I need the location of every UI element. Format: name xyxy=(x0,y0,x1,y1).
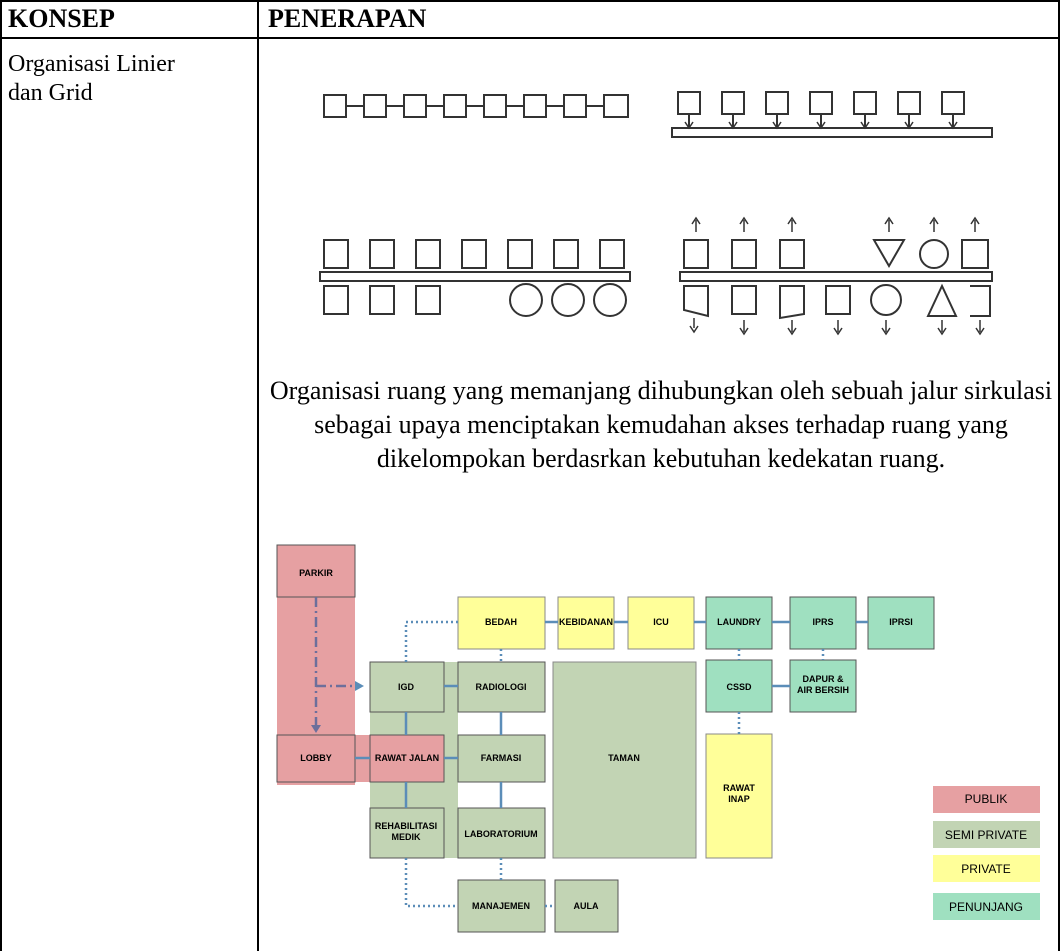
header-concept: KONSEP xyxy=(8,4,115,33)
room-icu xyxy=(627,596,695,650)
sketch-boxes-on-corridor xyxy=(671,91,993,138)
label-lobby: LOBBY xyxy=(300,753,332,763)
sketch-double-loaded-corridor xyxy=(319,239,631,317)
legend-semi-private-label: SEMI PRIVATE xyxy=(945,828,1027,842)
label-rehab-line2: MEDIK xyxy=(392,832,422,842)
label-aula: AULA xyxy=(574,901,599,911)
label-parkir: PARKIR xyxy=(299,568,333,578)
sketch-linked-boxes xyxy=(323,94,629,118)
room-kebidanan xyxy=(557,596,615,650)
label-laboratorium: LABORATORIUM xyxy=(464,829,537,839)
label-iprs: IPRS xyxy=(812,617,833,627)
label-manajemen: MANAJEMEN xyxy=(472,901,530,911)
room-dapur-air-bersih xyxy=(789,659,857,713)
label-taman: TAMAN xyxy=(608,753,640,763)
table-column-divider xyxy=(257,0,259,951)
legend-publik-label: PUBLIK xyxy=(965,792,1008,806)
zoning-labels: PARKIR LOBBY RAWAT JALAN IGD REHABILITAS… xyxy=(299,568,1027,914)
legend-semi-private-swatch xyxy=(933,821,1040,848)
linear-organization-sketches xyxy=(319,91,993,336)
legend-private-swatch xyxy=(933,855,1040,882)
legend-publik-swatch xyxy=(933,786,1040,813)
label-rawat-inap-line2: INAP xyxy=(728,794,750,804)
label-dapur-line1: DAPUR & xyxy=(802,674,844,684)
arrowhead-lobby xyxy=(311,725,321,733)
legend-penunjang-swatch xyxy=(933,893,1040,920)
room-cssd xyxy=(705,659,773,713)
label-iprsi: IPRSI xyxy=(889,617,913,627)
label-rehab-line1: REHABILITASI xyxy=(375,821,437,831)
room-rehabilitasi-medik xyxy=(369,807,445,859)
label-kebidanan: KEBIDANAN xyxy=(559,617,613,627)
room-manajemen xyxy=(457,879,546,933)
legend-penunjang-label: PENUNJANG xyxy=(949,900,1023,914)
arrowhead-igd xyxy=(355,681,364,691)
table-border-right xyxy=(1058,0,1060,951)
label-farmasi: FARMASI xyxy=(481,753,522,763)
room-rawat-inap xyxy=(705,733,773,859)
table-border-top xyxy=(0,0,1060,2)
link-igd-bedah xyxy=(404,620,458,662)
sketch-varied-rooms-corridor xyxy=(679,216,993,336)
label-icu: ICU xyxy=(653,617,669,627)
header-application: PENERAPAN xyxy=(268,4,427,33)
concept-line-2: dan Grid xyxy=(8,80,93,106)
concept-line-1: Organisasi Linier xyxy=(8,51,175,77)
legend-private-label: PRIVATE xyxy=(961,862,1011,876)
table-border-left xyxy=(0,0,2,951)
room-igd xyxy=(369,661,445,713)
label-rawat-inap-line1: RAWAT xyxy=(723,783,755,793)
label-radiologi: RADIOLOGI xyxy=(476,682,527,692)
label-igd: IGD xyxy=(398,682,415,692)
room-parkir xyxy=(276,544,356,598)
label-rawat-jalan: RAWAT JALAN xyxy=(375,753,439,763)
caption-paragraph: Organisasi ruang yang memanjang dihubung… xyxy=(269,376,1053,473)
room-taman xyxy=(552,661,697,859)
label-laundry: LAUNDRY xyxy=(717,617,761,627)
link-rehab-manajemen xyxy=(404,858,458,908)
room-aula xyxy=(554,879,619,933)
table-header-divider xyxy=(0,37,1060,39)
label-bedah: BEDAH xyxy=(485,617,517,627)
zoning-connections xyxy=(314,597,868,908)
room-radiologi xyxy=(457,661,546,713)
zoning-blocks xyxy=(276,544,1040,933)
label-dapur-line2: AIR BERSIH xyxy=(797,685,849,695)
concept-cell: Organisasi Linier dan Grid xyxy=(8,50,248,108)
label-cssd: CSSD xyxy=(726,682,752,692)
